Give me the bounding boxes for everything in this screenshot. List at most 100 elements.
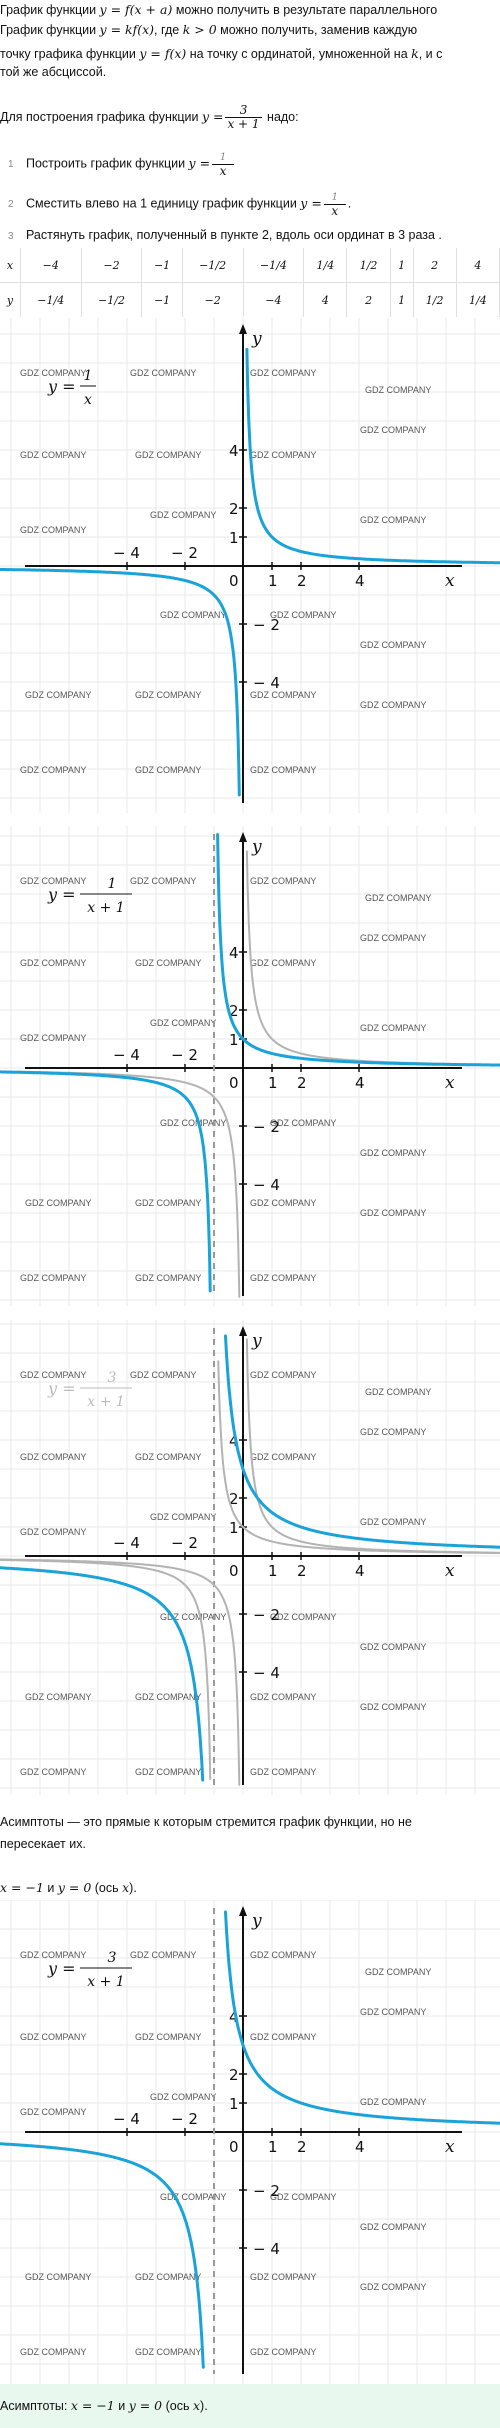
intro-text: График функции: [0, 23, 100, 37]
watermark: GDZ COMPANY: [135, 450, 201, 460]
summary-text: Асимптоты:: [0, 2399, 71, 2413]
watermark: GDZ COMPANY: [360, 1642, 426, 1652]
watermark: GDZ COMPANY: [150, 510, 216, 520]
formula: y =: [188, 155, 211, 171]
watermark: GDZ COMPANY: [135, 2032, 201, 2042]
asymptote-line-1: Асимптоты — это прямые к которым стремит…: [0, 1812, 500, 1832]
watermark: GDZ COMPANY: [360, 640, 426, 650]
table-cell: 1/2: [346, 248, 391, 283]
watermark: GDZ COMPANY: [135, 690, 201, 700]
y-axis-name: y: [251, 1331, 262, 1351]
watermark: GDZ COMPANY: [130, 1950, 196, 1960]
table-cell: −1/2: [182, 248, 244, 283]
summary-text: (ось: [162, 2399, 193, 2413]
watermark: GDZ COMPANY: [25, 1198, 91, 1208]
function-curve-left-branch: [0, 1566, 205, 1782]
watermark: GDZ COMPANY: [365, 385, 431, 395]
watermark: GDZ COMPANY: [250, 2347, 316, 2357]
y-tick-label: − 4: [253, 1176, 280, 1194]
watermark: GDZ COMPANY: [360, 1208, 426, 1218]
asymptote-text: пересекает их.: [0, 1837, 86, 1851]
y-tick-label: 2: [229, 500, 239, 518]
function-label-lhs: y =: [47, 1379, 76, 1398]
intro-text: той же абсциссой.: [0, 65, 107, 79]
x-tick-label: 1: [268, 1074, 278, 1092]
step-number: 1: [8, 159, 14, 171]
watermark: GDZ COMPANY: [360, 2007, 426, 2017]
watermark: GDZ COMPANY: [270, 610, 336, 620]
watermark: GDZ COMPANY: [20, 2107, 86, 2117]
y-tick-label: − 2: [253, 2182, 280, 2200]
function-label-numerator: 1: [108, 876, 117, 892]
intro-text: точку графика функции: [0, 47, 140, 61]
watermark: GDZ COMPANY: [365, 1967, 431, 1977]
table-cell: −1: [141, 282, 183, 317]
reference-curve-left-branch: [0, 1558, 212, 1780]
y-tick-label: 4: [229, 944, 239, 962]
intro-text: надо:: [263, 110, 299, 124]
formula: k: [411, 46, 419, 61]
y-tick-label: 2: [229, 1002, 239, 1020]
watermark: GDZ COMPANY: [20, 2032, 86, 2042]
table-cell: −1/4: [20, 282, 82, 317]
formula: y = 0: [57, 1880, 92, 1895]
table-cell: −4: [243, 282, 305, 317]
x-tick-label: 2: [297, 2138, 307, 2156]
watermark: GDZ COMPANY: [20, 1370, 86, 1380]
table-cell: 1: [390, 248, 414, 283]
function-curve-right-branch: [224, 1334, 500, 1549]
formula: y =: [201, 109, 224, 124]
watermark: GDZ COMPANY: [250, 1950, 316, 1960]
values-table: x −4 −2 −1 −1/2 −1/4 1/4 1/2 1 2 4 y −1/…: [0, 248, 500, 317]
watermark: GDZ COMPANY: [270, 1612, 336, 1622]
x-tick-label: − 2: [171, 544, 198, 562]
x-tick-label: 2: [297, 1562, 307, 1580]
x-tick-label: 1: [268, 2138, 278, 2156]
watermark: GDZ COMPANY: [360, 2222, 426, 2232]
y-tick-label: 4: [229, 1432, 239, 1450]
watermark: GDZ COMPANY: [20, 1452, 86, 1462]
table-row-y: y −1/4 −1/2 −1 −2 −4 4 2 1 1/2 1/4: [0, 282, 500, 317]
grid: [0, 1900, 500, 2384]
intro-text: , и с: [418, 47, 443, 61]
watermark: GDZ COMPANY: [130, 1370, 196, 1380]
intro-text: Для построения графика функции: [0, 110, 202, 124]
y-tick-label: 4: [229, 2008, 239, 2026]
watermark: GDZ COMPANY: [360, 1148, 426, 1158]
table-header: y: [0, 282, 21, 317]
table-cell: 4: [303, 282, 348, 317]
x-tick-label: 4: [355, 1074, 365, 1092]
formula: y = f(x): [139, 46, 187, 61]
x-tick-label: 2: [297, 572, 307, 590]
step-text: Построить график функции: [26, 156, 189, 171]
intro-line-3: точку графика функции y = f(x) на точку …: [0, 44, 500, 64]
function-curve-left-branch: [0, 2142, 205, 2369]
table-cell: −4: [20, 248, 82, 283]
function-curve-left-branch: [0, 568, 241, 797]
function-label-denominator: x + 1: [87, 900, 124, 916]
watermark: GDZ COMPANY: [270, 1118, 336, 1128]
watermark: GDZ COMPANY: [20, 525, 86, 535]
watermark: GDZ COMPANY: [360, 2282, 426, 2292]
y-axis-arrow: [239, 1326, 247, 1336]
watermark: GDZ COMPANY: [20, 2347, 86, 2357]
origin-label: 0: [229, 1074, 239, 1092]
watermark: GDZ COMPANY: [20, 1767, 86, 1777]
watermark: GDZ COMPANY: [250, 1692, 316, 1702]
table-header: x: [0, 248, 21, 283]
y-tick-label: − 4: [253, 1664, 280, 1682]
formula: y = f(x + a): [99, 2, 173, 17]
asymptote-text: ).: [129, 1881, 137, 1895]
intro-text: График функции: [0, 3, 100, 17]
watermark: GDZ COMPANY: [360, 933, 426, 943]
watermark: GDZ COMPANY: [135, 2272, 201, 2282]
asymptote-line-3: x = −1 и y = 0 (ось x).: [0, 1878, 500, 1898]
formula: x = −1: [0, 1880, 44, 1895]
function-label-numerator: 1: [84, 368, 93, 384]
watermark: GDZ COMPANY: [130, 876, 196, 886]
graph-one-over-x-plus-one: GDZ COMPANY GDZ COMPANY GDZ COMPANY GDZ COM…: [0, 826, 500, 1306]
formula: x: [192, 2398, 201, 2413]
formula: y = kf(x): [99, 22, 155, 37]
